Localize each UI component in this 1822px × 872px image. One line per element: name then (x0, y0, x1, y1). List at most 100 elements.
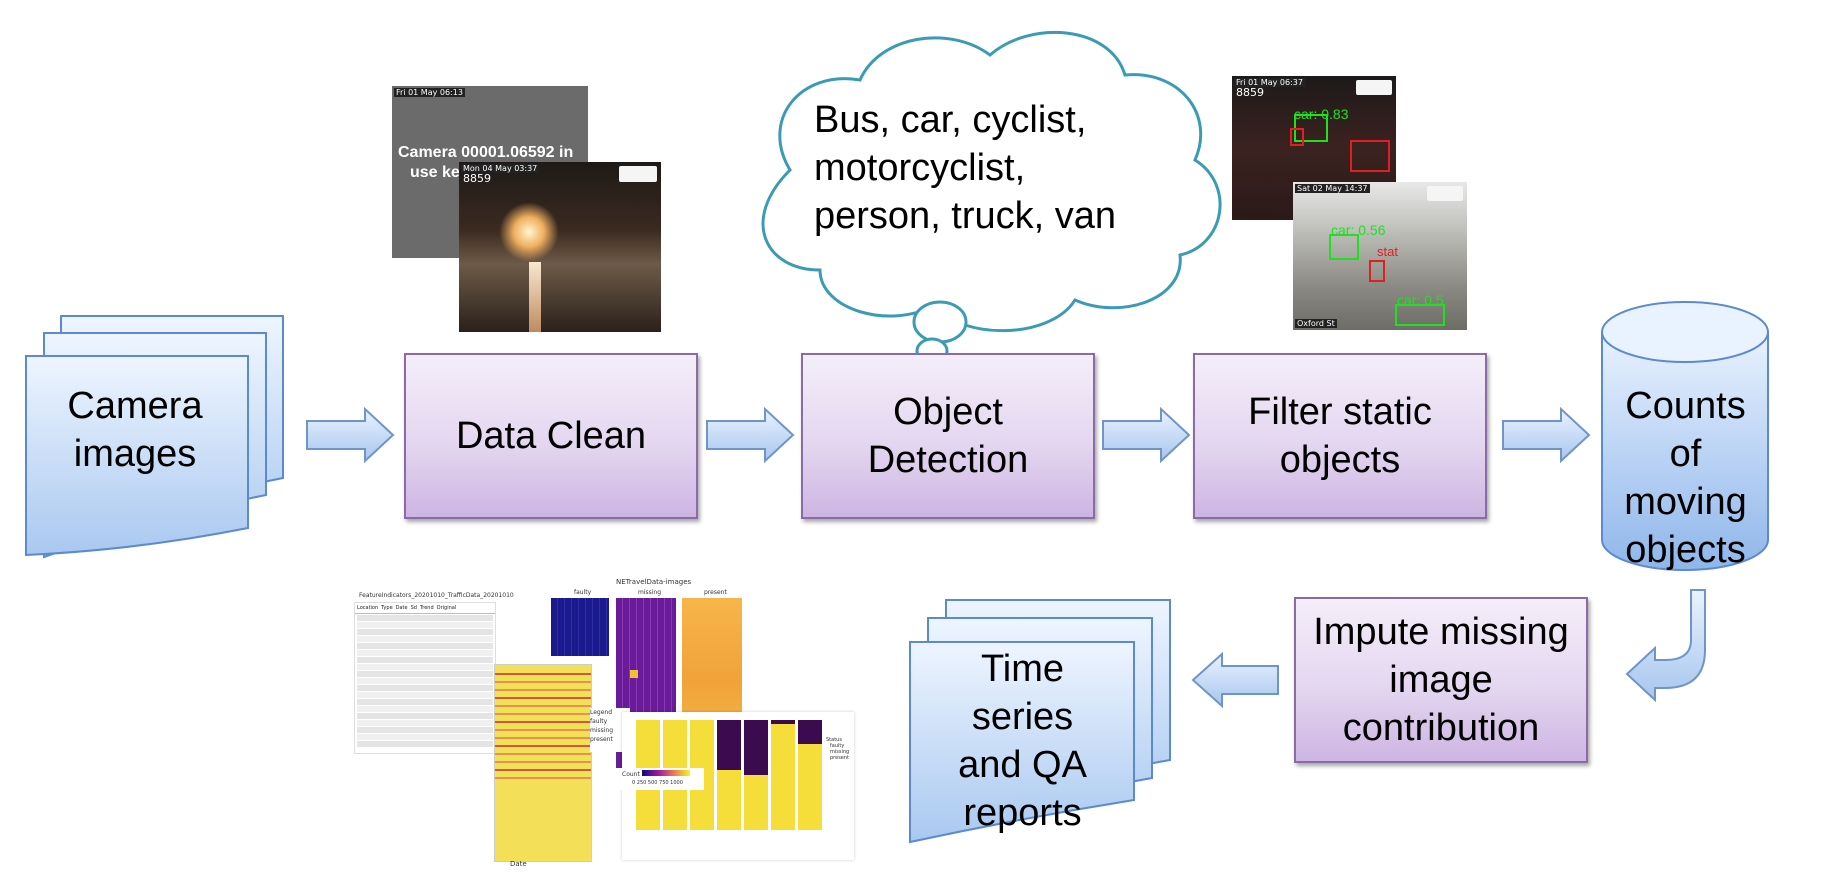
arrow-filter-to-counts (1502, 406, 1591, 464)
count-label: Count (622, 771, 640, 778)
thumb-stamp-bottom: Mon 04 May 03:37 (461, 164, 540, 173)
status-title: Status (826, 737, 842, 743)
filter-static-box: Filter static objects (1193, 353, 1487, 519)
table-header-cell: Type (381, 605, 393, 611)
filter-static-label: Filter static objects (1248, 391, 1432, 481)
count-scale: Count 0 250 500 750 1000 (620, 768, 704, 790)
table-header-cell: Date (395, 605, 408, 611)
timeline-line (495, 697, 591, 699)
table-row (357, 741, 493, 747)
heatmap-facet-faulty: faulty (574, 589, 592, 596)
legend-title: Legend (590, 709, 613, 716)
tfl-logo-detect-1 (1356, 80, 1392, 95)
counts-label: Counts of moving objects (1624, 385, 1747, 571)
timeline-line (495, 705, 591, 707)
arrow-impute-to-timeseries (1191, 651, 1279, 709)
table-row (357, 664, 493, 670)
time-series-document-stack (909, 599, 1171, 844)
timeline-line (495, 713, 591, 715)
timeline-line (495, 737, 591, 739)
detect-stamp-1: Fri 01 May 06:37 (1234, 78, 1305, 87)
impute-box: Impute missing image contribution (1294, 597, 1588, 763)
report-x-label: Date (510, 860, 527, 868)
detect-cam-id: 8859 (1236, 86, 1264, 99)
camera-images-document-stack (25, 315, 284, 559)
count-ticks: 0 250 500 750 1000 (632, 780, 683, 786)
data-clean-label: Data Clean (455, 415, 647, 457)
table-row (357, 629, 493, 635)
status-bar-missing (771, 720, 795, 725)
thumb-grey-text-2: use ke (410, 164, 460, 181)
table-row (357, 720, 493, 726)
light-streak (529, 262, 541, 332)
legend-missing: missing (590, 727, 614, 734)
heatmap-facet-present: present (704, 589, 727, 596)
report-table-title: FeatureIndicators_20201010_TrafficData_2… (359, 592, 514, 599)
timeline-line (495, 673, 591, 675)
thumb-stamp-top: Fri 01 May 06:13 (394, 88, 465, 97)
table-row (357, 678, 493, 684)
table-header-cell: Trend (419, 605, 434, 611)
heatmap-missing-highlight (630, 670, 638, 678)
counts-cylinder (1601, 301, 1769, 571)
status-present: present (830, 755, 850, 761)
table-row (357, 692, 493, 698)
status-faulty: faulty (830, 743, 845, 749)
table-row (357, 650, 493, 656)
table-header-cell: Original (436, 605, 457, 611)
table-row (357, 615, 493, 621)
table-header-cell: Sd (410, 605, 417, 611)
timeline-line (495, 761, 591, 763)
night-camera-thumbnail: Mon 04 May 03:37 8859 (459, 162, 661, 332)
arrow-detection-to-filter (1102, 406, 1191, 464)
detect-street: Oxford St (1295, 319, 1337, 328)
time-series-label: Time series and QA reports (958, 648, 1087, 834)
table-row (357, 699, 493, 705)
detect-label-1: car: 0.83 (1294, 106, 1349, 122)
impute-label: Impute missing image contribution (1313, 611, 1569, 749)
cloud-line-1: Bus, car, cyclist, (814, 99, 1087, 141)
table-header-cell: Location (357, 605, 379, 611)
arrow-clean-to-detection (706, 406, 795, 464)
detect-box-green-2 (1329, 234, 1359, 260)
table-row (357, 636, 493, 642)
table-row (357, 713, 493, 719)
data-clean-box: Data Clean (404, 353, 698, 519)
table-row (357, 643, 493, 649)
camera-images-label: Camera images (67, 385, 203, 475)
report-table: FeatureIndicators_20201010_TrafficData_2… (354, 592, 514, 754)
tfl-logo-clean (619, 166, 657, 182)
detect-box-red-3 (1369, 260, 1385, 282)
status-missing: missing (830, 749, 850, 755)
status-bar-missing (798, 720, 822, 745)
table-row (357, 734, 493, 740)
status-bar-missing (717, 720, 741, 770)
cloud-line-2: motorcyclist, (814, 147, 1026, 189)
timeline-line (495, 721, 591, 723)
tfl-logo-detect-2 (1427, 186, 1463, 201)
timeline-line (495, 689, 591, 691)
count-gradient (642, 770, 690, 776)
detect-box-red-2 (1290, 128, 1304, 146)
timeline-line (495, 753, 591, 755)
report-heatmap-title: NETravelData-images (616, 578, 692, 586)
thumb-cam-id: 8859 (463, 172, 491, 185)
arrow-camera-to-clean (306, 406, 395, 464)
headlight-glow (499, 202, 559, 262)
timeline-line (495, 681, 591, 683)
detect-box-red-1 (1350, 140, 1390, 172)
detect-box-green-3 (1395, 304, 1445, 326)
status-bar (771, 720, 795, 830)
report-collage: FeatureIndicators_20201010_TrafficData_2… (354, 578, 854, 868)
cloud-line-3: person, truck, van (814, 195, 1117, 237)
heatmap-faulty (551, 598, 609, 656)
thumb-grey-text-1: Camera 00001.06592 in (398, 144, 574, 161)
arrow-counts-to-impute (1625, 589, 1706, 703)
detect-stamp-2: Sat 02 May 14:37 (1295, 184, 1370, 193)
table-row (357, 671, 493, 677)
status-bar-missing (744, 720, 768, 775)
timeline-line (495, 777, 591, 779)
timeline-line (495, 745, 591, 747)
